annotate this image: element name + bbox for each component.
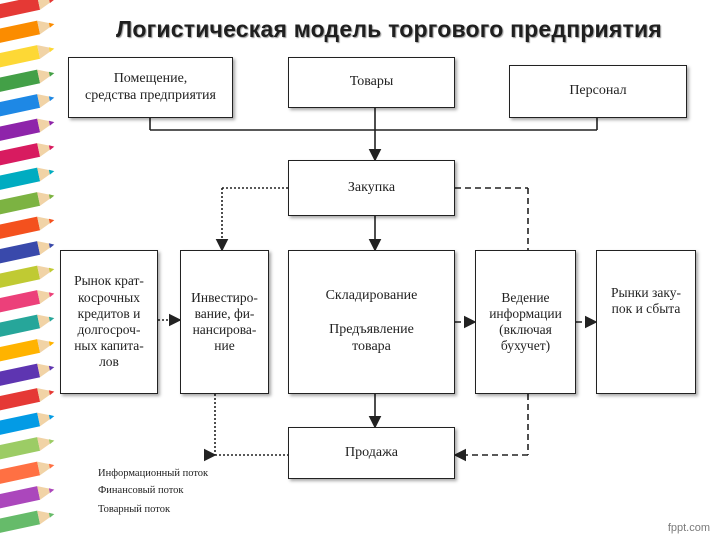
pencil [0, 192, 55, 216]
box-purchase-label: Закупка [347, 179, 396, 195]
financial-flow-lines [146, 181, 300, 462]
pencil [0, 143, 55, 167]
pencil [0, 216, 55, 241]
pencil [0, 265, 55, 290]
box-investment: Инвестиро- вание, фи- нансирова- ние [180, 250, 269, 394]
legend-row-info: Информационный поток [58, 468, 258, 482]
box-info-management-label: Ведение информации (включая бухучет) [489, 289, 562, 354]
pencil [0, 388, 55, 412]
watermark: fppt.com [667, 522, 710, 534]
pencil [0, 290, 55, 314]
legend: Информационный поток Финансовый поток То… [58, 466, 258, 526]
info-flow-lines [443, 181, 598, 462]
legend-info-label: Информационный поток [98, 468, 209, 479]
box-personnel-label: Персонал [569, 83, 627, 99]
legend-goods-label: Товарный поток [98, 504, 171, 515]
goods-flow-lines [149, 108, 598, 429]
pencil [0, 412, 55, 437]
box-personnel: Персонал [509, 65, 687, 118]
box-goods: Товары [288, 57, 455, 108]
box-sale: Продажа [288, 427, 455, 479]
pencil [0, 167, 55, 192]
box-purchase: Закупка [288, 160, 455, 216]
pencil [0, 314, 55, 339]
legend-row-goods: Товарный поток [58, 504, 258, 518]
pencil [0, 363, 55, 388]
box-credit-market: Рынок крат- косрочных кредитов и долгоср… [60, 250, 158, 394]
pencil [0, 0, 55, 20]
pencil [0, 118, 55, 143]
pencils-decoration [0, 0, 58, 540]
page-title: Логистическая модель торгового предприят… [116, 16, 662, 42]
box-investment-label: Инвестиро- вание, фи- нансирова- ние [191, 289, 258, 354]
pencils-illustration [0, 0, 55, 535]
pencil [0, 20, 55, 45]
box-credit-market-label: Рынок крат- косрочных кредитов и долгоср… [74, 273, 144, 370]
pencil [0, 45, 55, 69]
box-warehousing: Складирование Предъявление товара [288, 250, 455, 394]
legend-financial-label: Финансовый поток [98, 485, 184, 496]
pencil [0, 437, 55, 461]
pencil [0, 461, 55, 486]
pencil [0, 94, 55, 118]
box-markets: Рынки заку- пок и сбыта [596, 250, 696, 394]
box-info-management: Ведение информации (включая бухучет) [475, 250, 576, 394]
box-markets-label: Рынки заку- пок и сбыта [611, 285, 681, 317]
box-premises-label: Помещение, средства предприятия [85, 70, 216, 103]
pencil [0, 69, 55, 94]
pencil [0, 339, 55, 363]
box-premises: Помещение, средства предприятия [68, 57, 233, 118]
box-goods-label: Товары [349, 74, 394, 90]
pencil [0, 486, 55, 510]
pencil [0, 241, 55, 265]
legend-row-financial: Финансовый поток [58, 485, 258, 499]
pencil [0, 510, 55, 535]
box-sale-label: Продажа [345, 444, 398, 460]
box-warehousing-label: Складирование Предъявление товара [325, 288, 418, 354]
